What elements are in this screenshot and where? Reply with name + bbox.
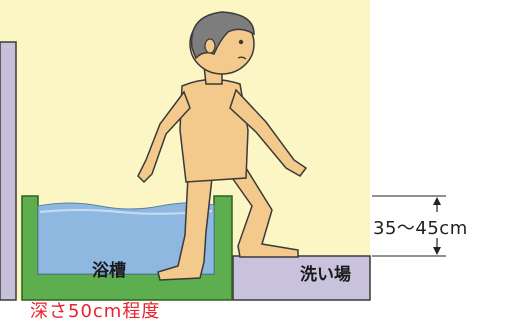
step-height-label: 35～45cm xyxy=(373,218,468,239)
person-figure xyxy=(137,11,308,281)
washing-area-floor xyxy=(232,255,371,301)
washing-area-label: 洗い場 xyxy=(300,265,351,285)
tub-depth-label: 深さ50cm程度 xyxy=(30,301,161,322)
left-wall xyxy=(0,41,17,301)
water-surface xyxy=(39,209,213,215)
height-dimension xyxy=(372,195,446,257)
bathtub-label: 浴槽 xyxy=(92,261,126,281)
